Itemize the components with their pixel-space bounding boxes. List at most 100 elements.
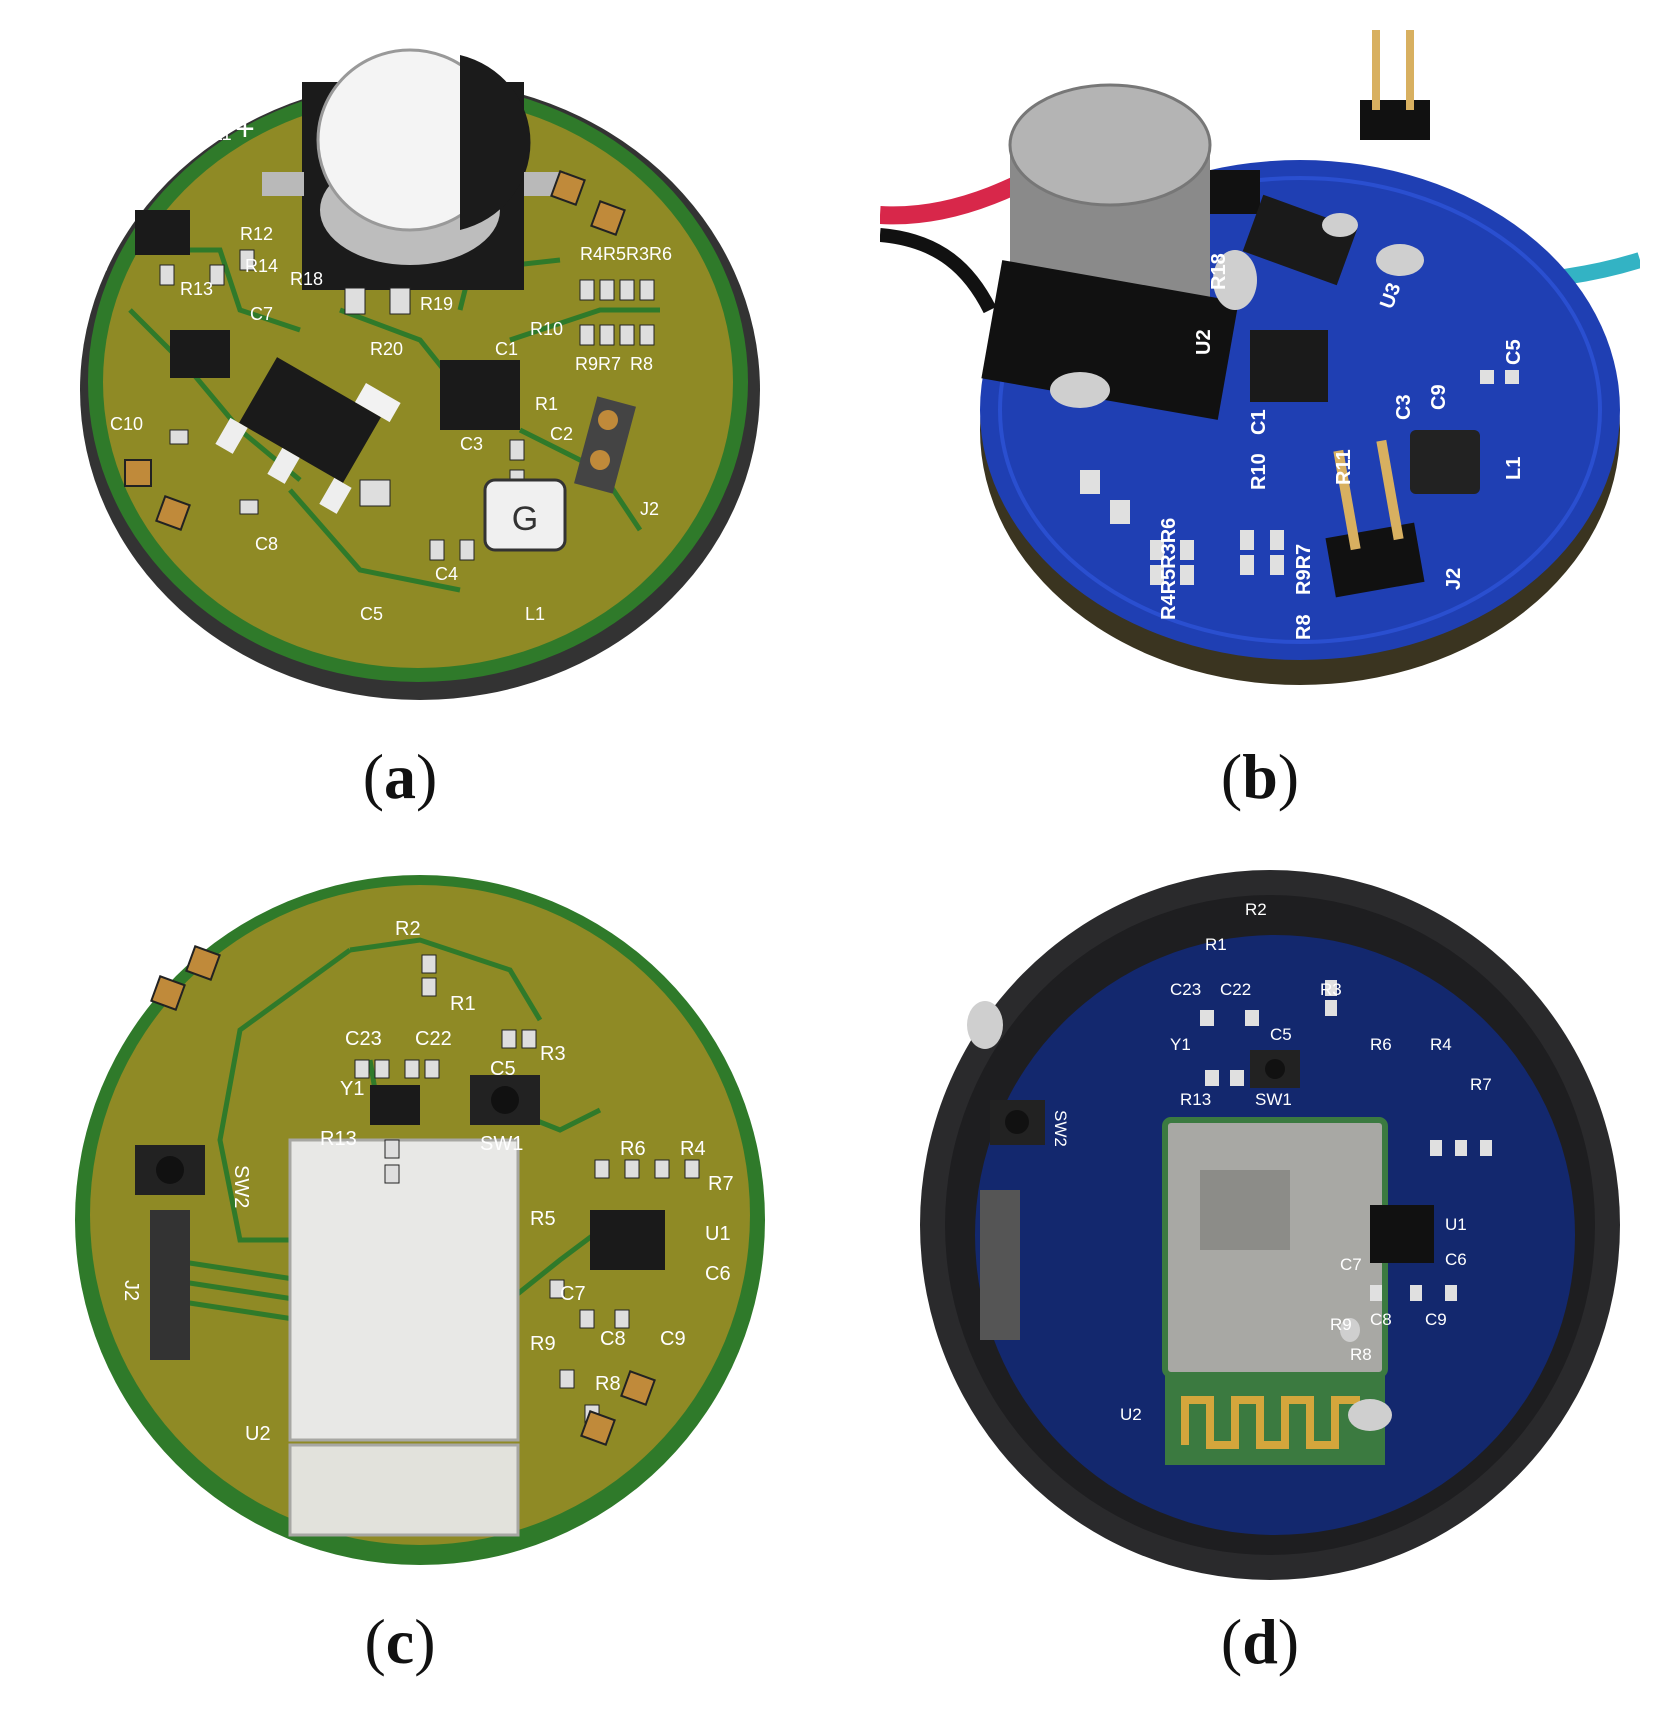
ic-u1 <box>1370 1205 1434 1263</box>
ic-u4 <box>1210 170 1260 214</box>
header-j2 <box>1325 439 1425 598</box>
label-r13: R13 <box>180 279 213 299</box>
label-r13: R13 <box>320 1128 357 1150</box>
label-c8: C8 <box>600 1328 626 1350</box>
silkscreen-labels-c: R2 R1 C23 C22 C5 R3 Y1 SW1 R13 SW2 J2 R4… <box>120 918 734 1445</box>
label-c5: C5 <box>1270 1025 1292 1044</box>
ic-u3 <box>215 357 401 514</box>
label-c7: C7 <box>1273 124 1295 150</box>
caption-d: (d) <box>1220 1606 1300 1677</box>
label-c1: C1 <box>1248 409 1270 435</box>
label-r1: R1 <box>450 993 476 1015</box>
label-r18: R18 <box>1208 253 1230 290</box>
label-c1: C1 <box>495 339 518 359</box>
label-c6: C6 <box>241 56 264 76</box>
label-c5: C5 <box>490 1058 516 1080</box>
label-r9: R9 <box>530 1333 556 1355</box>
label-l1: L1 <box>525 604 545 624</box>
pcb-render-top-image: G C6 R11 R15 U2 R16 R12 R14 R13 R18 R19 … <box>75 48 760 700</box>
label-u2: U2 <box>1193 329 1215 355</box>
ic-regulator <box>170 330 230 378</box>
label-r12: R12 <box>240 224 273 244</box>
label-c7: C7 <box>250 304 273 324</box>
label-plus: + <box>235 110 255 148</box>
label-c2: C2 <box>550 424 573 444</box>
label-u1: U1 <box>1445 1215 1467 1234</box>
module-u2-shield <box>288 1138 520 1442</box>
label-c9: C9 <box>660 1328 686 1350</box>
silkscreen-labels-d: R2 R1 C23 C22 C5 R3 Y1 SW1 R13 R4 R6 R7 … <box>1051 900 1492 1424</box>
caption-b: (b) <box>1220 741 1300 812</box>
label-r14: R14 <box>245 256 278 276</box>
module-u2-antenna-trace <box>1181 1396 1360 1449</box>
label-r7: R7 <box>708 1173 734 1195</box>
pcb-photo-bottom-image: R2 R1 C23 C22 C5 R3 Y1 SW1 R13 R4 R6 R7 … <box>920 870 1620 1580</box>
smd-pads <box>1200 980 1492 1301</box>
inductor-l1: G <box>483 478 567 552</box>
label-r13: R13 <box>1180 1090 1211 1109</box>
board-surface <box>103 96 733 668</box>
switch-sw2-button <box>156 1156 184 1184</box>
label-c23: C23 <box>345 1028 382 1050</box>
connector-j2 <box>150 1210 190 1360</box>
label-c3: C3 <box>460 434 483 454</box>
label-r4r5r3r6: R4R5R3R6 <box>1158 518 1180 620</box>
smd-pads <box>159 249 655 561</box>
panel-a-pcb-render-top: G C6 R11 R15 U2 R16 R12 R14 R13 R18 R19 … <box>40 10 800 710</box>
label-r3: R3 <box>1320 980 1342 999</box>
label-c23: C23 <box>1170 980 1201 999</box>
label-c22: C22 <box>415 1028 452 1050</box>
label-j2: J2 <box>120 1280 142 1301</box>
module-u2-antenna <box>288 1443 520 1537</box>
svg-text:G: G <box>512 500 538 538</box>
label-c10: C10 <box>110 414 143 434</box>
label-sw2: SW2 <box>1051 1110 1070 1147</box>
ic-main <box>440 360 520 430</box>
label-r2: R2 <box>395 918 421 940</box>
black-wire <box>879 228 997 314</box>
label-c9: C9 <box>1428 384 1450 410</box>
label-c7: C7 <box>1340 1255 1362 1274</box>
caption-c: (c) <box>364 1606 436 1677</box>
label-u1: U1 <box>705 1223 731 1245</box>
label-r16: R16 <box>75 256 108 276</box>
label-c6: C6 <box>1445 1250 1467 1269</box>
label-y1: Y1 <box>1170 1035 1191 1054</box>
label-r2: R2 <box>1245 900 1267 919</box>
silkscreen-labels-a: C6 R11 R15 U2 R16 R12 R14 R13 R18 R19 R4… <box>75 56 672 624</box>
label-r20: R20 <box>370 339 403 359</box>
label-r6: R6 <box>620 1138 646 1160</box>
ic-u2 <box>135 210 190 255</box>
label-r5: R5 <box>530 1208 556 1230</box>
capacitor-pad-left <box>262 172 304 196</box>
inductor-l1 <box>1410 430 1480 494</box>
smd-pads <box>1080 370 1519 585</box>
switch-sw1-button <box>1265 1059 1285 1079</box>
capacitor-polarity-mark <box>460 55 531 230</box>
label-r19: R19 <box>420 294 453 314</box>
label-c8: C8 <box>255 534 278 554</box>
label-j2: J2 <box>640 499 659 519</box>
caption-a: (a) <box>362 741 438 812</box>
label-r8: R8 <box>630 354 653 374</box>
ic-u1 <box>590 1210 665 1270</box>
capacitor-top <box>1008 83 1212 207</box>
label-r18: R18 <box>290 269 323 289</box>
label-u2: U2 <box>245 1423 271 1445</box>
label-j2: J2 <box>1443 568 1465 590</box>
capacitor-base <box>981 260 1239 420</box>
header-top <box>1360 30 1430 140</box>
label-r11: R11 <box>200 124 232 144</box>
panel-d-pcb-photo-bottom: R2 R1 C23 C22 C5 R3 Y1 SW1 R13 R4 R6 R7 … <box>900 860 1640 1590</box>
label-y1: Y1 <box>340 1078 364 1100</box>
board-outline <box>998 176 1602 644</box>
ic-u2 <box>1250 330 1328 402</box>
label-r8: R8 <box>1293 614 1315 640</box>
label-c4: C4 <box>435 564 458 584</box>
label-c7: C7 <box>560 1283 586 1305</box>
crystal-y1 <box>370 1085 420 1125</box>
pcb-render-bottom-image: R2 R1 C23 C22 C5 R3 Y1 SW1 R13 SW2 J2 R4… <box>75 875 765 1565</box>
header-j2 <box>574 396 636 494</box>
label-c5: C5 <box>1503 339 1525 365</box>
label-c6: C6 <box>705 1263 731 1285</box>
